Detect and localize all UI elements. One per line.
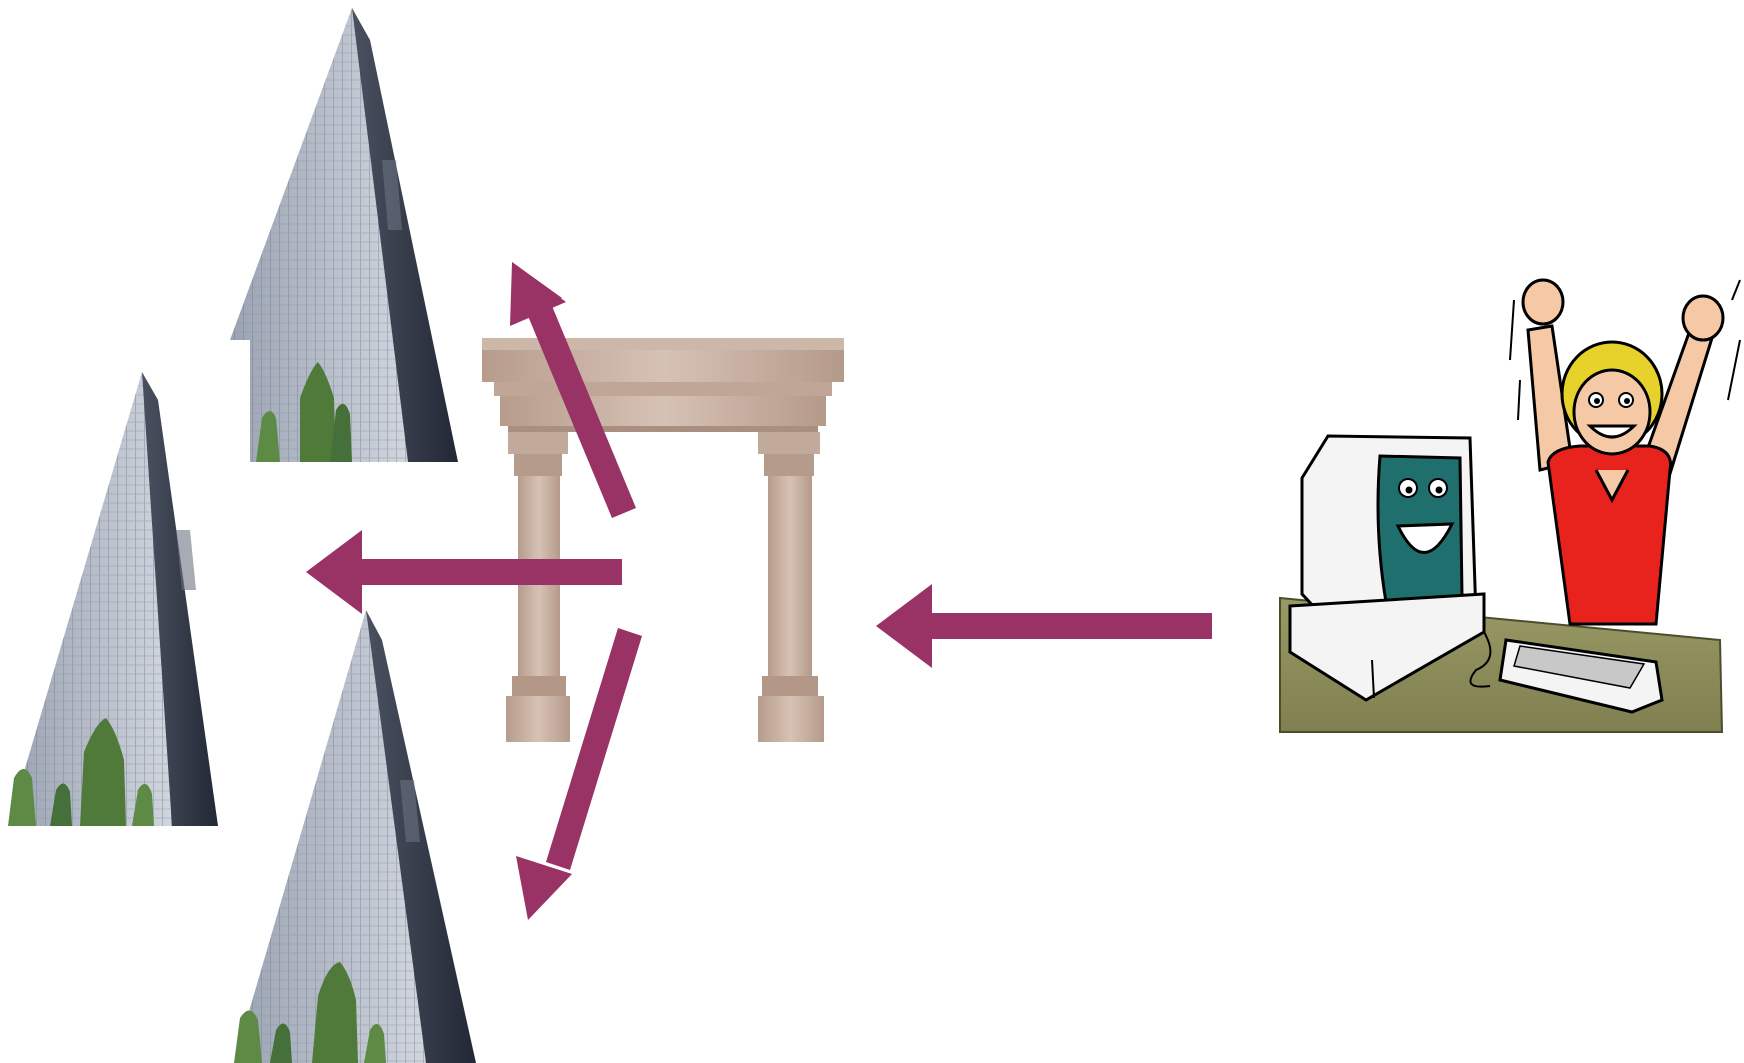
user-at-computer — [1280, 280, 1740, 732]
office-building-bottom — [234, 610, 476, 1063]
office-building-icon — [234, 610, 476, 1063]
happy-user-computer-icon — [1280, 280, 1740, 732]
office-building-icon — [230, 8, 458, 462]
stone-gateway-icon — [482, 338, 844, 742]
office-building-top — [230, 8, 458, 462]
office-building-middle — [8, 372, 218, 826]
office-building-icon — [8, 372, 218, 826]
arrow-gateway-to-building-middle — [306, 530, 622, 614]
arrow-user-to-gateway — [876, 584, 1212, 668]
stone-gateway — [482, 338, 844, 742]
user-figure — [1510, 280, 1740, 624]
